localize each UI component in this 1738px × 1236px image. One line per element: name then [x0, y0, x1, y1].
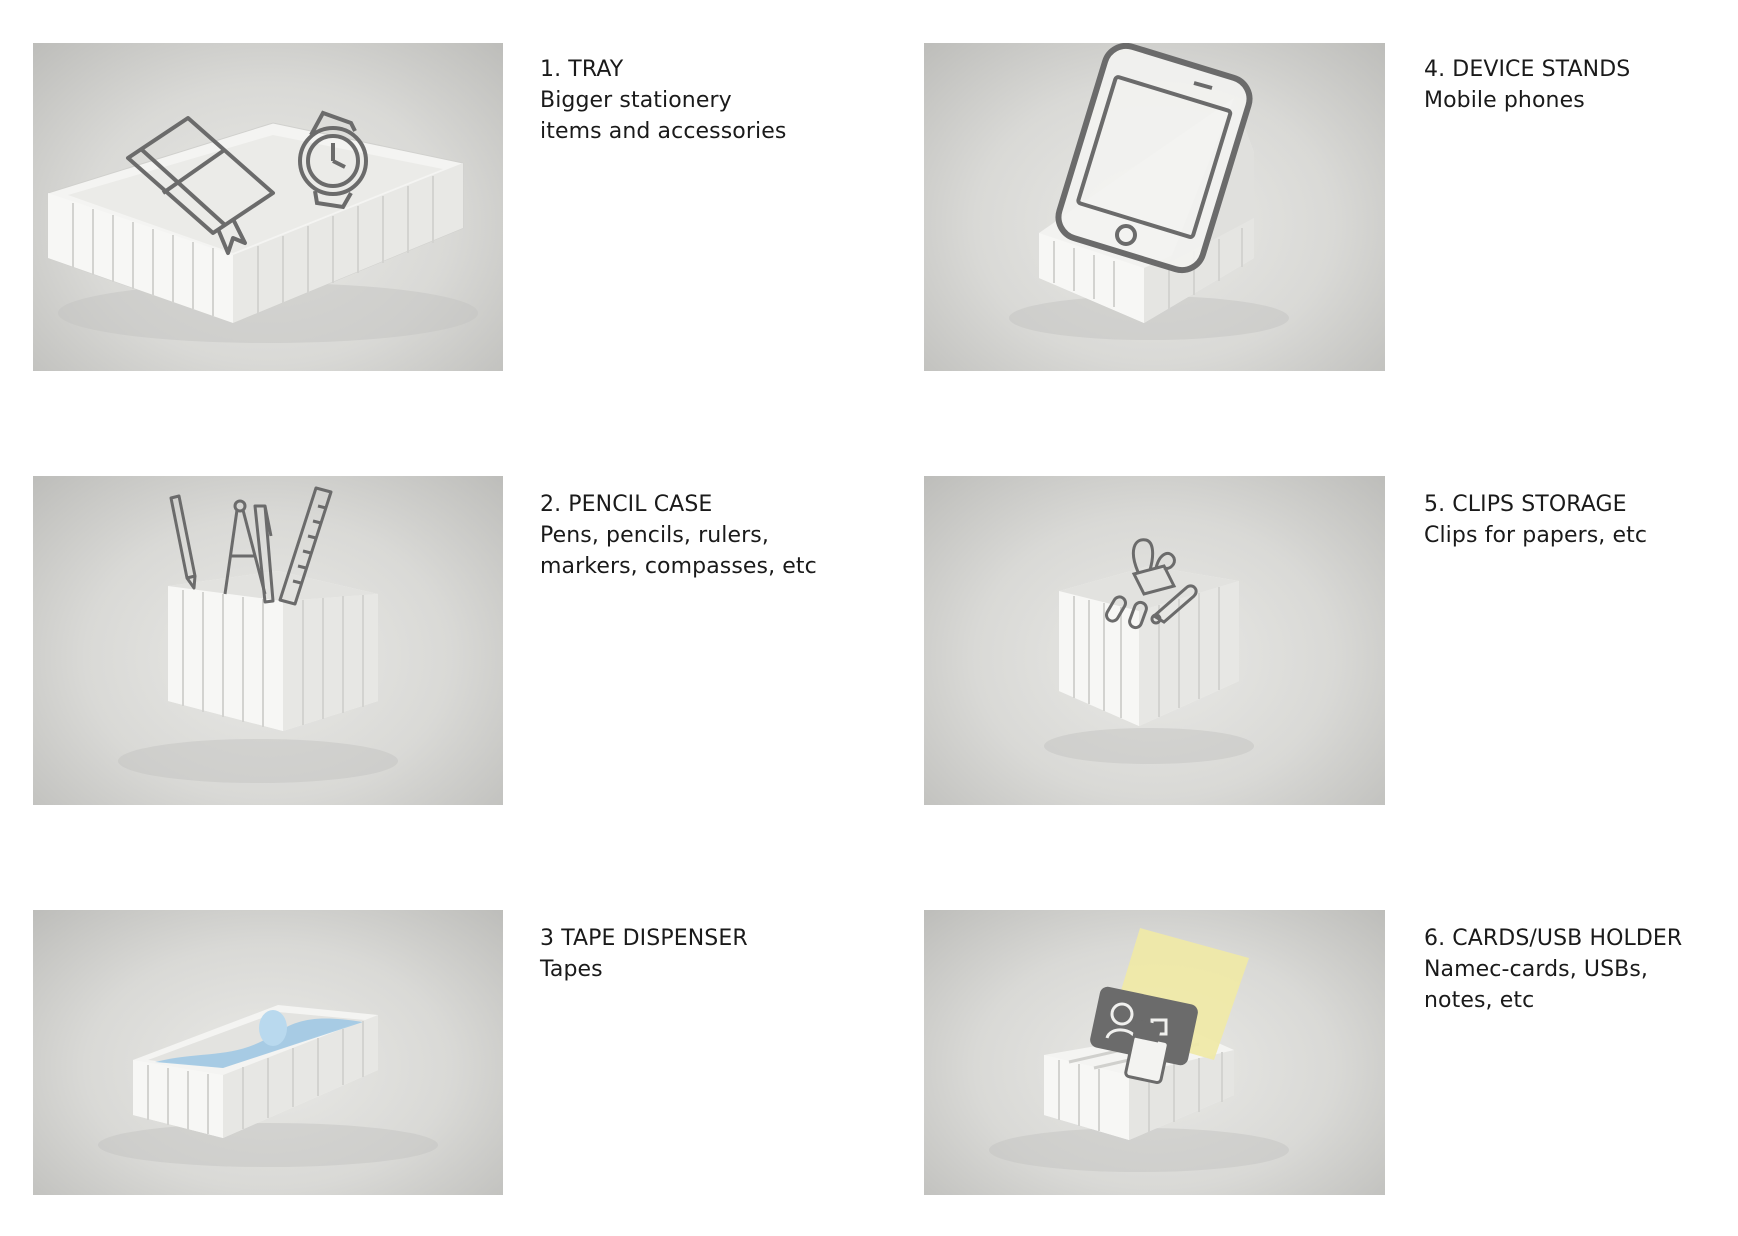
item-desc-line: Bigger stationery: [540, 88, 732, 113]
item-desc-line: Mobile phones: [1424, 88, 1585, 113]
item-desc-line: Tapes: [540, 957, 603, 982]
watch-icon: [298, 110, 368, 210]
ruler-icon: [278, 486, 333, 606]
item-desc-line: notes, etc: [1424, 988, 1535, 1013]
item-title: 1. TRAY: [540, 57, 624, 82]
device-stands-photo: [924, 43, 1385, 371]
binder-clip-icon: [1131, 538, 1177, 596]
pencil-case-photo: [33, 476, 503, 805]
tray-caption: 1. TRAY Bigger stationery items and acce…: [540, 54, 786, 147]
item-desc-line: items and accessories: [540, 119, 787, 144]
usb-icon: [1124, 1019, 1170, 1085]
clips-storage-caption: 5. CLIPS STORAGE Clips for papers, etc: [1424, 489, 1647, 551]
item-title: 2. PENCIL CASE: [540, 492, 713, 517]
pen-icon: [253, 504, 275, 604]
tray-photo: [33, 43, 503, 371]
notebook-icon: [126, 116, 275, 255]
clips-storage-photo: [924, 476, 1385, 805]
item-title: 5. CLIPS STORAGE: [1424, 492, 1627, 517]
paperclip-icon: [1105, 595, 1148, 630]
safety-pin-icon: [1150, 584, 1198, 625]
item-desc-line: Namec-cards, USBs,: [1424, 957, 1649, 982]
item-title: 3 TAPE DISPENSER: [540, 926, 748, 951]
pencil-icon: [169, 494, 197, 590]
smartphone-icon: [1055, 43, 1253, 274]
cards-usb-holder-caption: 6. CARDS/USB HOLDER Namec-cards, USBs, n…: [1424, 923, 1682, 1016]
item-desc-line: Pens, pencils, rulers,: [540, 523, 769, 548]
pencil-case-caption: 2. PENCIL CASE Pens, pencils, rulers, ma…: [540, 489, 817, 582]
item-title: 4. DEVICE STANDS: [1424, 57, 1631, 82]
tape-dispenser-photo: [33, 910, 503, 1195]
device-stands-caption: 4. DEVICE STANDS Mobile phones: [1424, 54, 1630, 116]
cards-usb-holder-photo: [924, 910, 1385, 1195]
item-desc-line: Clips for papers, etc: [1424, 523, 1648, 548]
item-desc-line: markers, compasses, etc: [540, 554, 817, 579]
tape-icon: [155, 1010, 363, 1068]
tape-dispenser-caption: 3 TAPE DISPENSER Tapes: [540, 923, 748, 985]
item-title: 6. CARDS/USB HOLDER: [1424, 926, 1683, 951]
